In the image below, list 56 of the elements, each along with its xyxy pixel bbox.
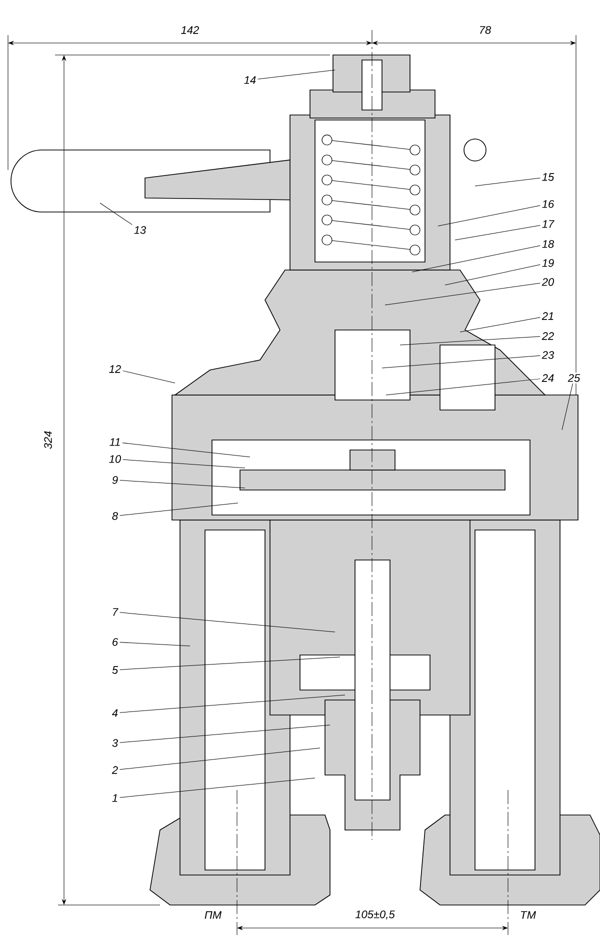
callout-number: 1 — [110, 792, 120, 804]
callout-number: 3 — [110, 738, 120, 748]
callout-number: 8 — [110, 510, 120, 522]
leader-line — [120, 642, 190, 646]
leader-line — [122, 370, 176, 384]
callout-number: 24 — [540, 372, 556, 384]
callout-number: 25 — [566, 372, 582, 384]
leader-line — [100, 202, 132, 225]
leader-line — [258, 70, 336, 80]
callout-number: 5 — [110, 664, 120, 676]
leader-line — [120, 694, 346, 713]
callout-number: 4 — [110, 708, 120, 718]
callout-number: 16 — [540, 198, 556, 210]
leader-line — [562, 383, 573, 430]
callout-number: 17 — [540, 218, 556, 230]
dimension-label: 78 — [478, 25, 492, 35]
leader-line — [400, 336, 540, 346]
callout-number: 20 — [540, 276, 556, 288]
callout-number: 23 — [540, 350, 556, 360]
callout-number: 11 — [108, 436, 122, 448]
leader-line — [412, 245, 540, 272]
leader-line — [120, 656, 340, 670]
leader-line — [120, 480, 246, 488]
leader-line — [382, 355, 540, 368]
leader-line — [120, 724, 330, 743]
leader-line — [454, 225, 540, 240]
leader-line — [384, 282, 540, 306]
leader-line — [120, 502, 238, 516]
callout-number: 14 — [242, 74, 258, 86]
callout-number: 6 — [110, 636, 120, 648]
callout-number: 22 — [540, 330, 556, 342]
leader-line — [386, 378, 540, 396]
callout-number: 2 — [110, 764, 120, 776]
leader-line — [122, 459, 246, 468]
leader-line — [120, 778, 316, 798]
callout-number: 7 — [110, 606, 120, 618]
dimension-label: 105±0,5 — [354, 909, 396, 921]
dimension-label: 142 — [180, 25, 200, 35]
callout-number: 12 — [107, 364, 123, 374]
callout-number: 10 — [107, 454, 123, 464]
leader-line — [438, 205, 540, 226]
callout-number: 18 — [540, 238, 556, 250]
leader-line — [122, 442, 250, 458]
leader-line — [460, 317, 540, 332]
leader-line — [120, 612, 336, 632]
callout-number: 21 — [540, 310, 556, 322]
callout-number: 9 — [110, 474, 120, 486]
port-label: ПМ — [203, 910, 223, 920]
callout-number: 19 — [540, 258, 556, 268]
leader-line — [474, 178, 540, 186]
callout-number: 15 — [540, 172, 556, 182]
port-label: ТМ — [519, 910, 537, 920]
dimension-label: 324 — [43, 430, 53, 450]
leader-line — [120, 748, 320, 770]
callout-number: 13 — [132, 224, 148, 236]
leader-line — [444, 264, 540, 286]
